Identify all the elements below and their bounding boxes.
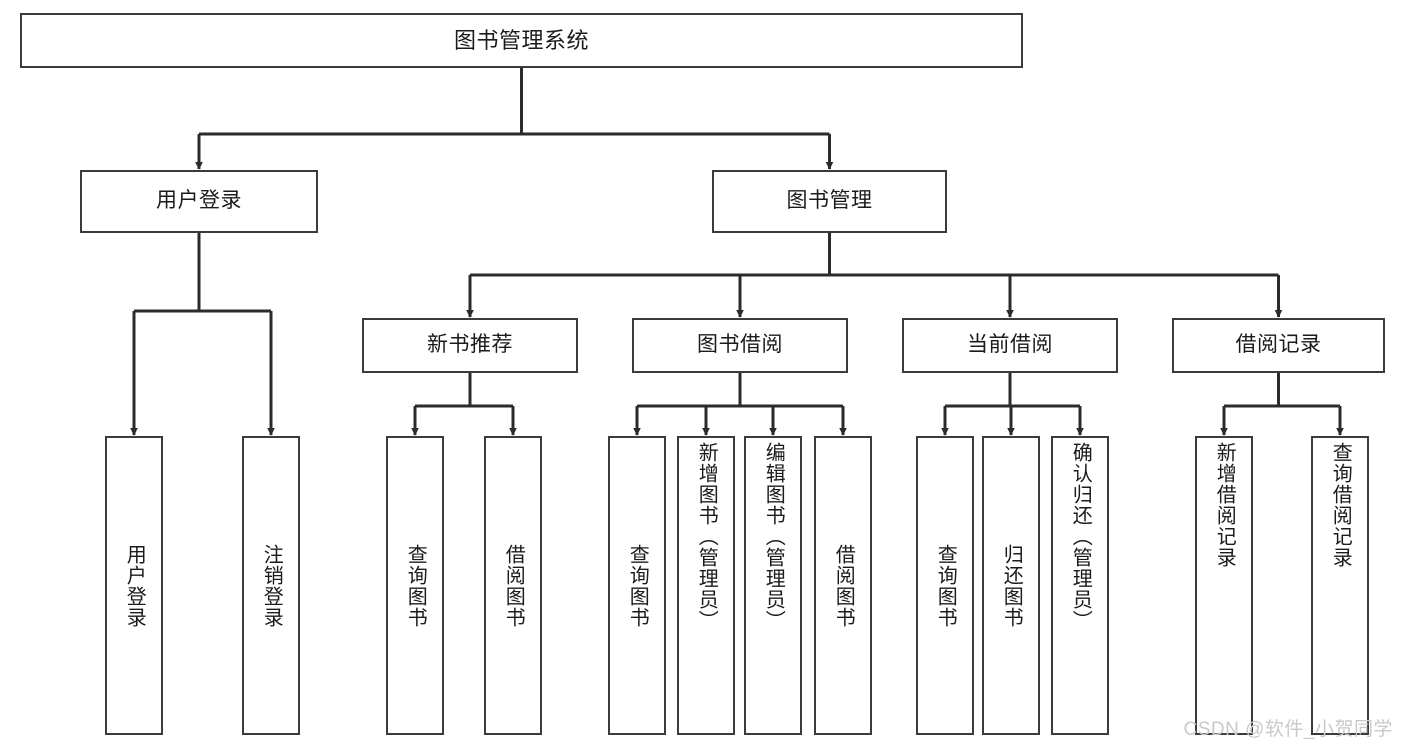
node-login[interactable]: 用户登录 [80,170,318,233]
node-label-leaf-rec-1: 新增借阅记录 [1213,442,1236,568]
node-label-leaf-cur-3: 确认归还（管理员） [1069,442,1092,631]
node-label-borrow: 图书借阅 [697,333,783,357]
node-leaf-bor-4[interactable]: 借阅图书 [814,436,872,735]
node-leaf-rec-2[interactable]: 查询借阅记录 [1311,436,1369,735]
node-newbook[interactable]: 新书推荐 [362,318,578,373]
node-leaf-login-2[interactable]: 注销登录 [242,436,300,735]
node-label-root: 图书管理系统 [453,27,589,53]
node-label-leaf-bor-1: 查询图书 [626,543,649,628]
node-borrow[interactable]: 图书借阅 [632,318,848,373]
node-leaf-bor-2[interactable]: 新增图书（管理员） [677,436,735,735]
node-label-login: 用户登录 [156,189,242,213]
node-label-current: 当前借阅 [967,333,1053,357]
node-leaf-cur-2[interactable]: 归还图书 [982,436,1040,735]
node-label-leaf-rec-2: 查询借阅记录 [1329,442,1352,568]
node-leaf-new-2[interactable]: 借阅图书 [484,436,542,735]
node-label-leaf-cur-1: 查询图书 [934,543,957,628]
node-leaf-cur-1[interactable]: 查询图书 [916,436,974,735]
node-leaf-rec-1[interactable]: 新增借阅记录 [1195,436,1253,735]
node-label-leaf-bor-2: 新增图书（管理员） [695,442,718,631]
node-label-record: 借阅记录 [1235,333,1322,357]
node-leaf-bor-3[interactable]: 编辑图书（管理员） [744,436,802,735]
node-label-newbook: 新书推荐 [427,333,513,357]
node-label-leaf-login-2: 注销登录 [260,543,283,628]
node-leaf-cur-3[interactable]: 确认归还（管理员） [1051,436,1109,735]
node-label-leaf-bor-4: 借阅图书 [832,543,855,628]
node-label-leaf-login-1: 用户登录 [123,543,146,628]
node-record[interactable]: 借阅记录 [1172,318,1385,373]
watermark-text: CSDN @软件_小贺同学 [1183,719,1393,740]
node-label-leaf-new-1: 查询图书 [404,543,427,628]
node-leaf-bor-1[interactable]: 查询图书 [608,436,666,735]
node-leaf-new-1[interactable]: 查询图书 [386,436,444,735]
node-leaf-login-1[interactable]: 用户登录 [105,436,163,735]
node-label-leaf-bor-3: 编辑图书（管理员） [762,442,785,631]
node-label-bookmgmt: 图书管理 [786,189,873,213]
node-current[interactable]: 当前借阅 [902,318,1118,373]
node-label-leaf-new-2: 借阅图书 [502,543,525,628]
node-root[interactable]: 图书管理系统 [20,13,1023,68]
node-bookmgmt[interactable]: 图书管理 [712,170,947,233]
node-label-leaf-cur-2: 归还图书 [1000,543,1023,628]
